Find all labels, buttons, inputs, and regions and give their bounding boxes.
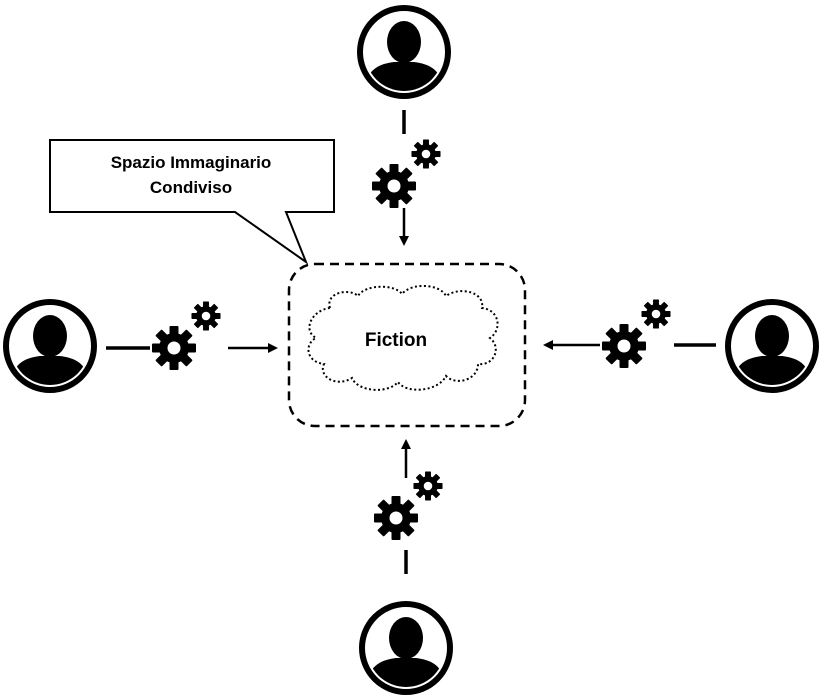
connector-left-gears-icon <box>152 301 221 370</box>
connector-right-gears-icon <box>602 299 671 368</box>
participant-left-avatar-icon <box>6 302 94 390</box>
participant-bottom-avatar-icon <box>362 604 450 692</box>
connector-top-gears-icon <box>372 139 441 208</box>
participant-right-avatar-icon <box>728 302 816 390</box>
callout-line-1: Spazio Immaginario <box>111 153 272 172</box>
fiction-label: Fiction <box>365 330 427 351</box>
participant-top-avatar-icon <box>360 8 448 96</box>
fiction-cloud <box>307 285 499 391</box>
callout-box <box>49 139 335 265</box>
callout-line-2: Condiviso <box>150 178 232 197</box>
shared-space-box <box>287 262 527 428</box>
connector-bottom-gears-icon <box>374 471 443 540</box>
